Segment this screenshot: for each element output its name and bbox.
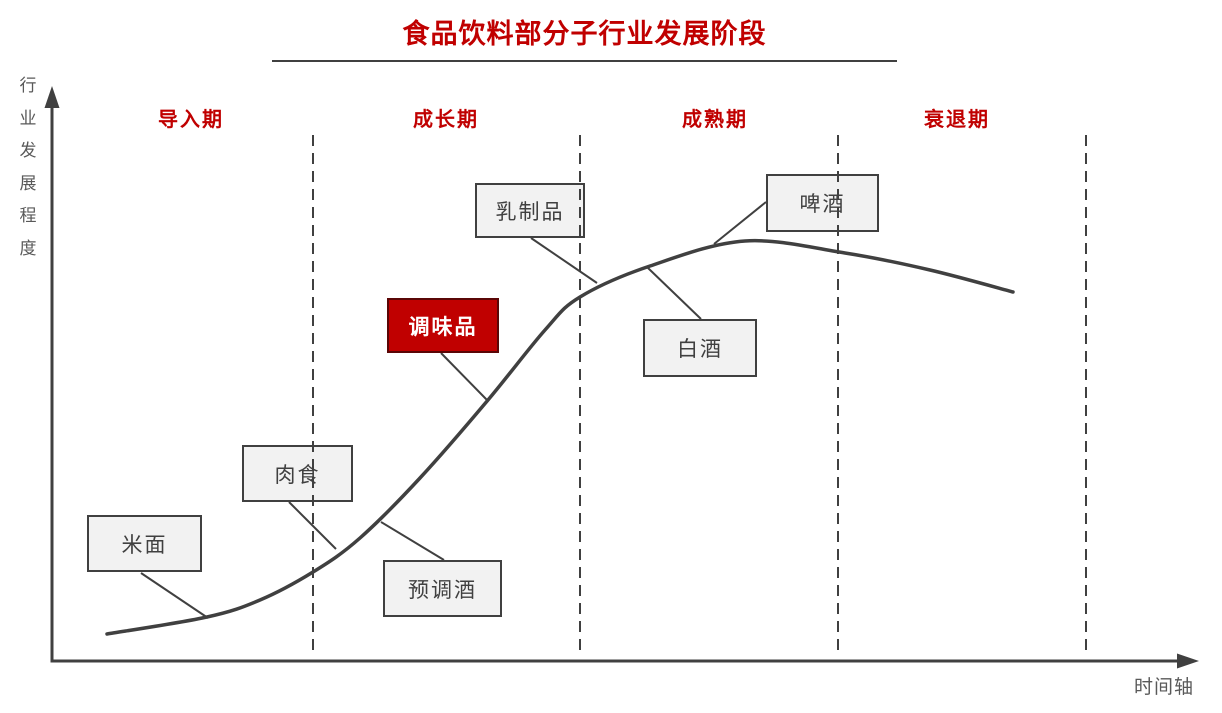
y-axis-label-char-3: 展 — [19, 173, 37, 193]
stage-label-3: 衰退期 — [924, 109, 990, 131]
y-axis-label: 行业发展程度 — [12, 70, 44, 265]
label-box-premixed-liquor: 预调酒 — [383, 560, 502, 617]
connector-premixed-liquor — [380, 521, 445, 561]
label-box-meat: 肉食 — [242, 445, 353, 502]
x-axis-arrow-icon — [1177, 653, 1199, 669]
y-axis-label-char-4: 程 — [19, 206, 37, 225]
chart-title: 食品饮料部分子行业发展阶段 — [402, 19, 767, 49]
connector-condiments — [440, 352, 488, 401]
y-axis-label-char-2: 发 — [19, 141, 37, 160]
y-axis-arrow-icon — [44, 86, 60, 108]
lifecycle-curve — [105, 238, 1015, 636]
connector-meat — [288, 501, 337, 550]
label-box-rice-noodles: 米面 — [87, 515, 202, 572]
connector-rice-noodles — [140, 572, 209, 619]
x-axis-label: 时间轴 — [1134, 677, 1195, 698]
connector-beer — [713, 201, 767, 245]
stage-label-0: 导入期 — [158, 109, 224, 131]
y-axis-label-char-0: 行 — [19, 76, 37, 95]
label-box-dairy: 乳制品 — [475, 183, 585, 238]
label-box-beer: 啤酒 — [766, 174, 879, 232]
connector-dairy — [530, 237, 598, 284]
stage-label-2: 成熟期 — [682, 109, 748, 131]
label-box-condiments: 调味品 — [387, 298, 499, 353]
connector-baijiu — [647, 267, 702, 320]
label-box-baijiu: 白酒 — [643, 319, 757, 377]
y-axis-label-char-5: 度 — [19, 238, 37, 258]
y-axis-label-char-1: 业 — [19, 108, 37, 128]
chart-title-block: 食品饮料部分子行业发展阶段 — [272, 12, 897, 62]
stage-label-1: 成长期 — [413, 109, 479, 131]
